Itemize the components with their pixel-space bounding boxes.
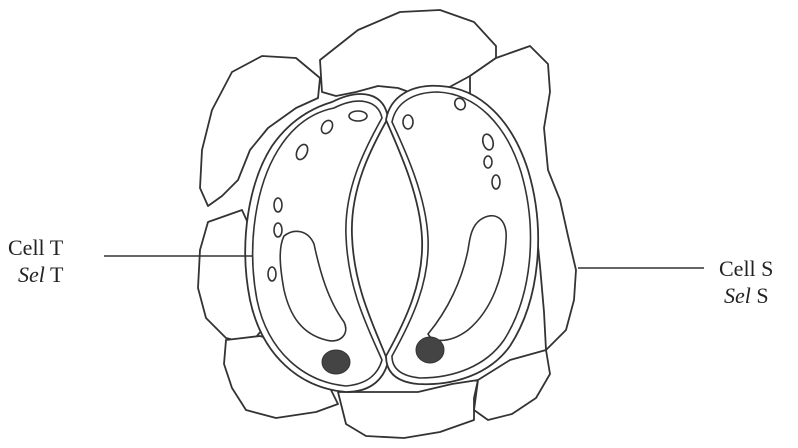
sel-s-label-rest: S (751, 283, 769, 308)
sel-t-label: Sel T (18, 264, 63, 286)
guard-cell-t-nucleus (322, 350, 350, 374)
sel-t-label-italic: Sel (18, 262, 45, 287)
sel-s-label: Sel S (724, 285, 769, 307)
chloroplast (349, 111, 367, 121)
cell-s-label-text: Cell S (719, 256, 773, 281)
chloroplast (274, 223, 282, 237)
chloroplast (268, 267, 276, 281)
chloroplast (484, 156, 492, 168)
guard-cell-s-nucleus (416, 337, 444, 363)
chloroplast (492, 175, 500, 189)
cell-s-label: Cell S (719, 258, 773, 280)
chloroplast (274, 198, 282, 212)
chloroplast (403, 115, 413, 129)
sel-t-label-rest: T (45, 262, 64, 287)
sel-s-label-italic: Sel (724, 283, 751, 308)
cell-t-label: Cell T (8, 237, 63, 259)
cell-t-label-text: Cell T (8, 235, 63, 260)
